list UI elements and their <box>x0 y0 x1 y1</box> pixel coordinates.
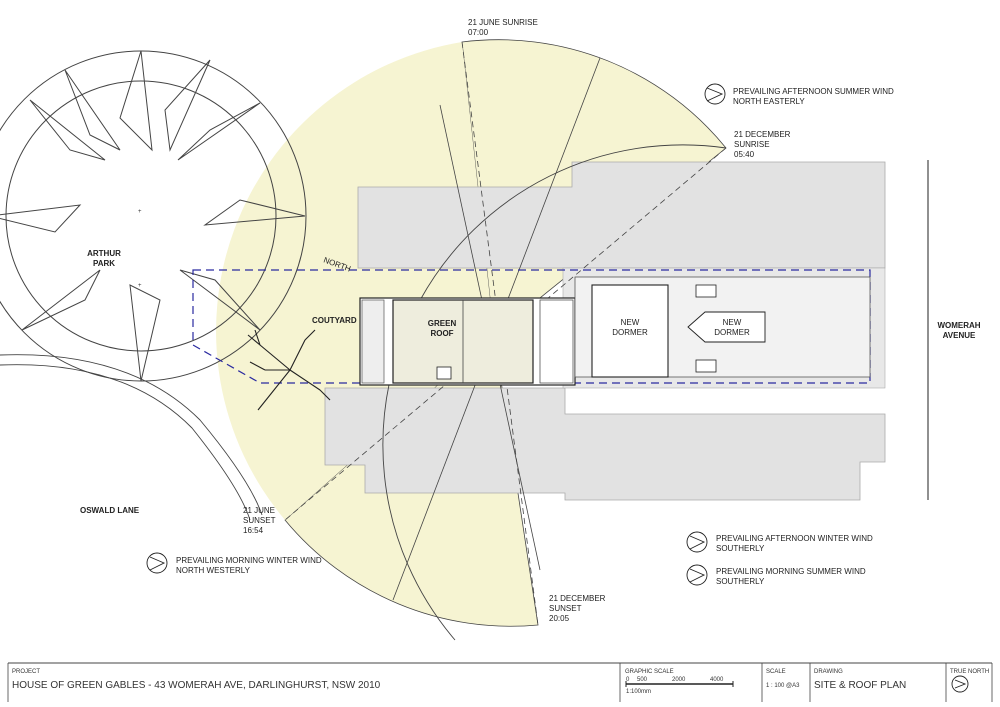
june-sunrise-label: 21 JUNE SUNRISE <box>468 18 538 27</box>
graphic-scale-tick-3: 4000 <box>710 677 724 683</box>
ray-december-sunrise <box>284 147 727 521</box>
june-sunset-label: 21 JUNE <box>243 506 275 515</box>
womerah-avenue-label-2: AVENUE <box>943 331 976 340</box>
park-center-mark: + <box>138 209 142 215</box>
sun-path-sector-b <box>216 42 494 520</box>
new-dormer-b-label-2: DORMER <box>714 328 750 337</box>
title-block <box>7 662 993 702</box>
scale-label: SCALE <box>766 669 786 675</box>
new-dormer-a-label: NEW <box>621 318 640 327</box>
june-sunset-label-2: SUNSET <box>243 516 276 525</box>
womerah-avenue-label: WOMERAH <box>937 321 980 330</box>
december-sunset-label-2: SUNSET <box>549 604 582 613</box>
wind-afternoon-winter: PREVAILING AFTERNOON WINTER WIND <box>716 534 873 543</box>
december-sunrise-label-2: SUNRISE <box>734 140 770 149</box>
neighbour-building-north <box>357 161 886 269</box>
wind-morning-summer: PREVAILING MORNING SUMMER WIND <box>716 567 866 576</box>
new-dormer-box <box>591 284 669 378</box>
graphic-scale-tick-2: 2000 <box>672 677 686 683</box>
wind-morning-winter-2: NORTH WESTERLY <box>176 566 251 575</box>
drawing-label: DRAWING <box>814 669 843 675</box>
skylight-2 <box>695 359 717 373</box>
scale-value: 1 : 100 @A3 <box>766 683 800 689</box>
true-north-arrow-icon <box>951 675 969 693</box>
neighbour-building-south <box>324 387 886 501</box>
tree-icon <box>247 329 331 411</box>
wind-afternoon-summer: PREVAILING AFTERNOON SUMMER WIND <box>733 87 894 96</box>
june-sunrise-time: 07:00 <box>468 28 489 37</box>
december-sunset-time: 20:05 <box>549 614 570 623</box>
december-sunrise-time: 05:40 <box>734 150 755 159</box>
skylight-1 <box>695 284 717 298</box>
new-dormer-a-label-2: DORMER <box>612 328 648 337</box>
graphic-scale-tick-1: 500 <box>637 677 648 683</box>
true-north-label: TRUE NORTH <box>950 669 989 675</box>
oswald-lane-label: OSWALD LANE <box>80 506 140 515</box>
oswald-lane-curve <box>0 354 263 521</box>
december-sunset-label: 21 DECEMBER <box>549 594 606 603</box>
wind-afternoon-winter-2: SOUTHERLY <box>716 544 765 553</box>
drawing-value: SITE & ROOF PLAN <box>814 680 906 691</box>
green-roof-label-2: ROOF <box>430 329 453 338</box>
roof-hatch <box>436 366 452 380</box>
december-sunrise-label: 21 DECEMBER <box>734 130 791 139</box>
new-dormer-b-label: NEW <box>723 318 742 327</box>
project-value: HOUSE OF GREEN GABLES - 43 WOMERAH AVE, … <box>12 680 381 691</box>
green-roof-label: GREEN <box>428 319 457 328</box>
wind-morning-summer-2: SOUTHERLY <box>716 577 765 586</box>
arthur-park-label: ARTHUR <box>87 249 121 258</box>
arthur-park-label-2: PARK <box>93 259 115 268</box>
arthur-park-plan <box>0 50 307 382</box>
graphic-scale-label: GRAPHIC SCALE <box>625 669 674 675</box>
graphic-scale-tick-0: 0 <box>626 677 630 683</box>
wind-rose-icon <box>146 83 726 586</box>
house-footprint <box>359 297 576 386</box>
project-label: PROJECT <box>12 669 40 675</box>
june-sunset-time: 16:54 <box>243 526 264 535</box>
coutyard-label: COUTYARD <box>312 316 357 325</box>
park-center-mark-2: + <box>138 283 142 289</box>
wind-morning-winter: PREVAILING MORNING WINTER WIND <box>176 556 322 565</box>
wind-afternoon-summer-2: NORTH EASTERLY <box>733 97 805 106</box>
new-dormer-arrow <box>687 311 766 343</box>
graphic-scale-ratio: 1:100mm <box>626 689 651 695</box>
